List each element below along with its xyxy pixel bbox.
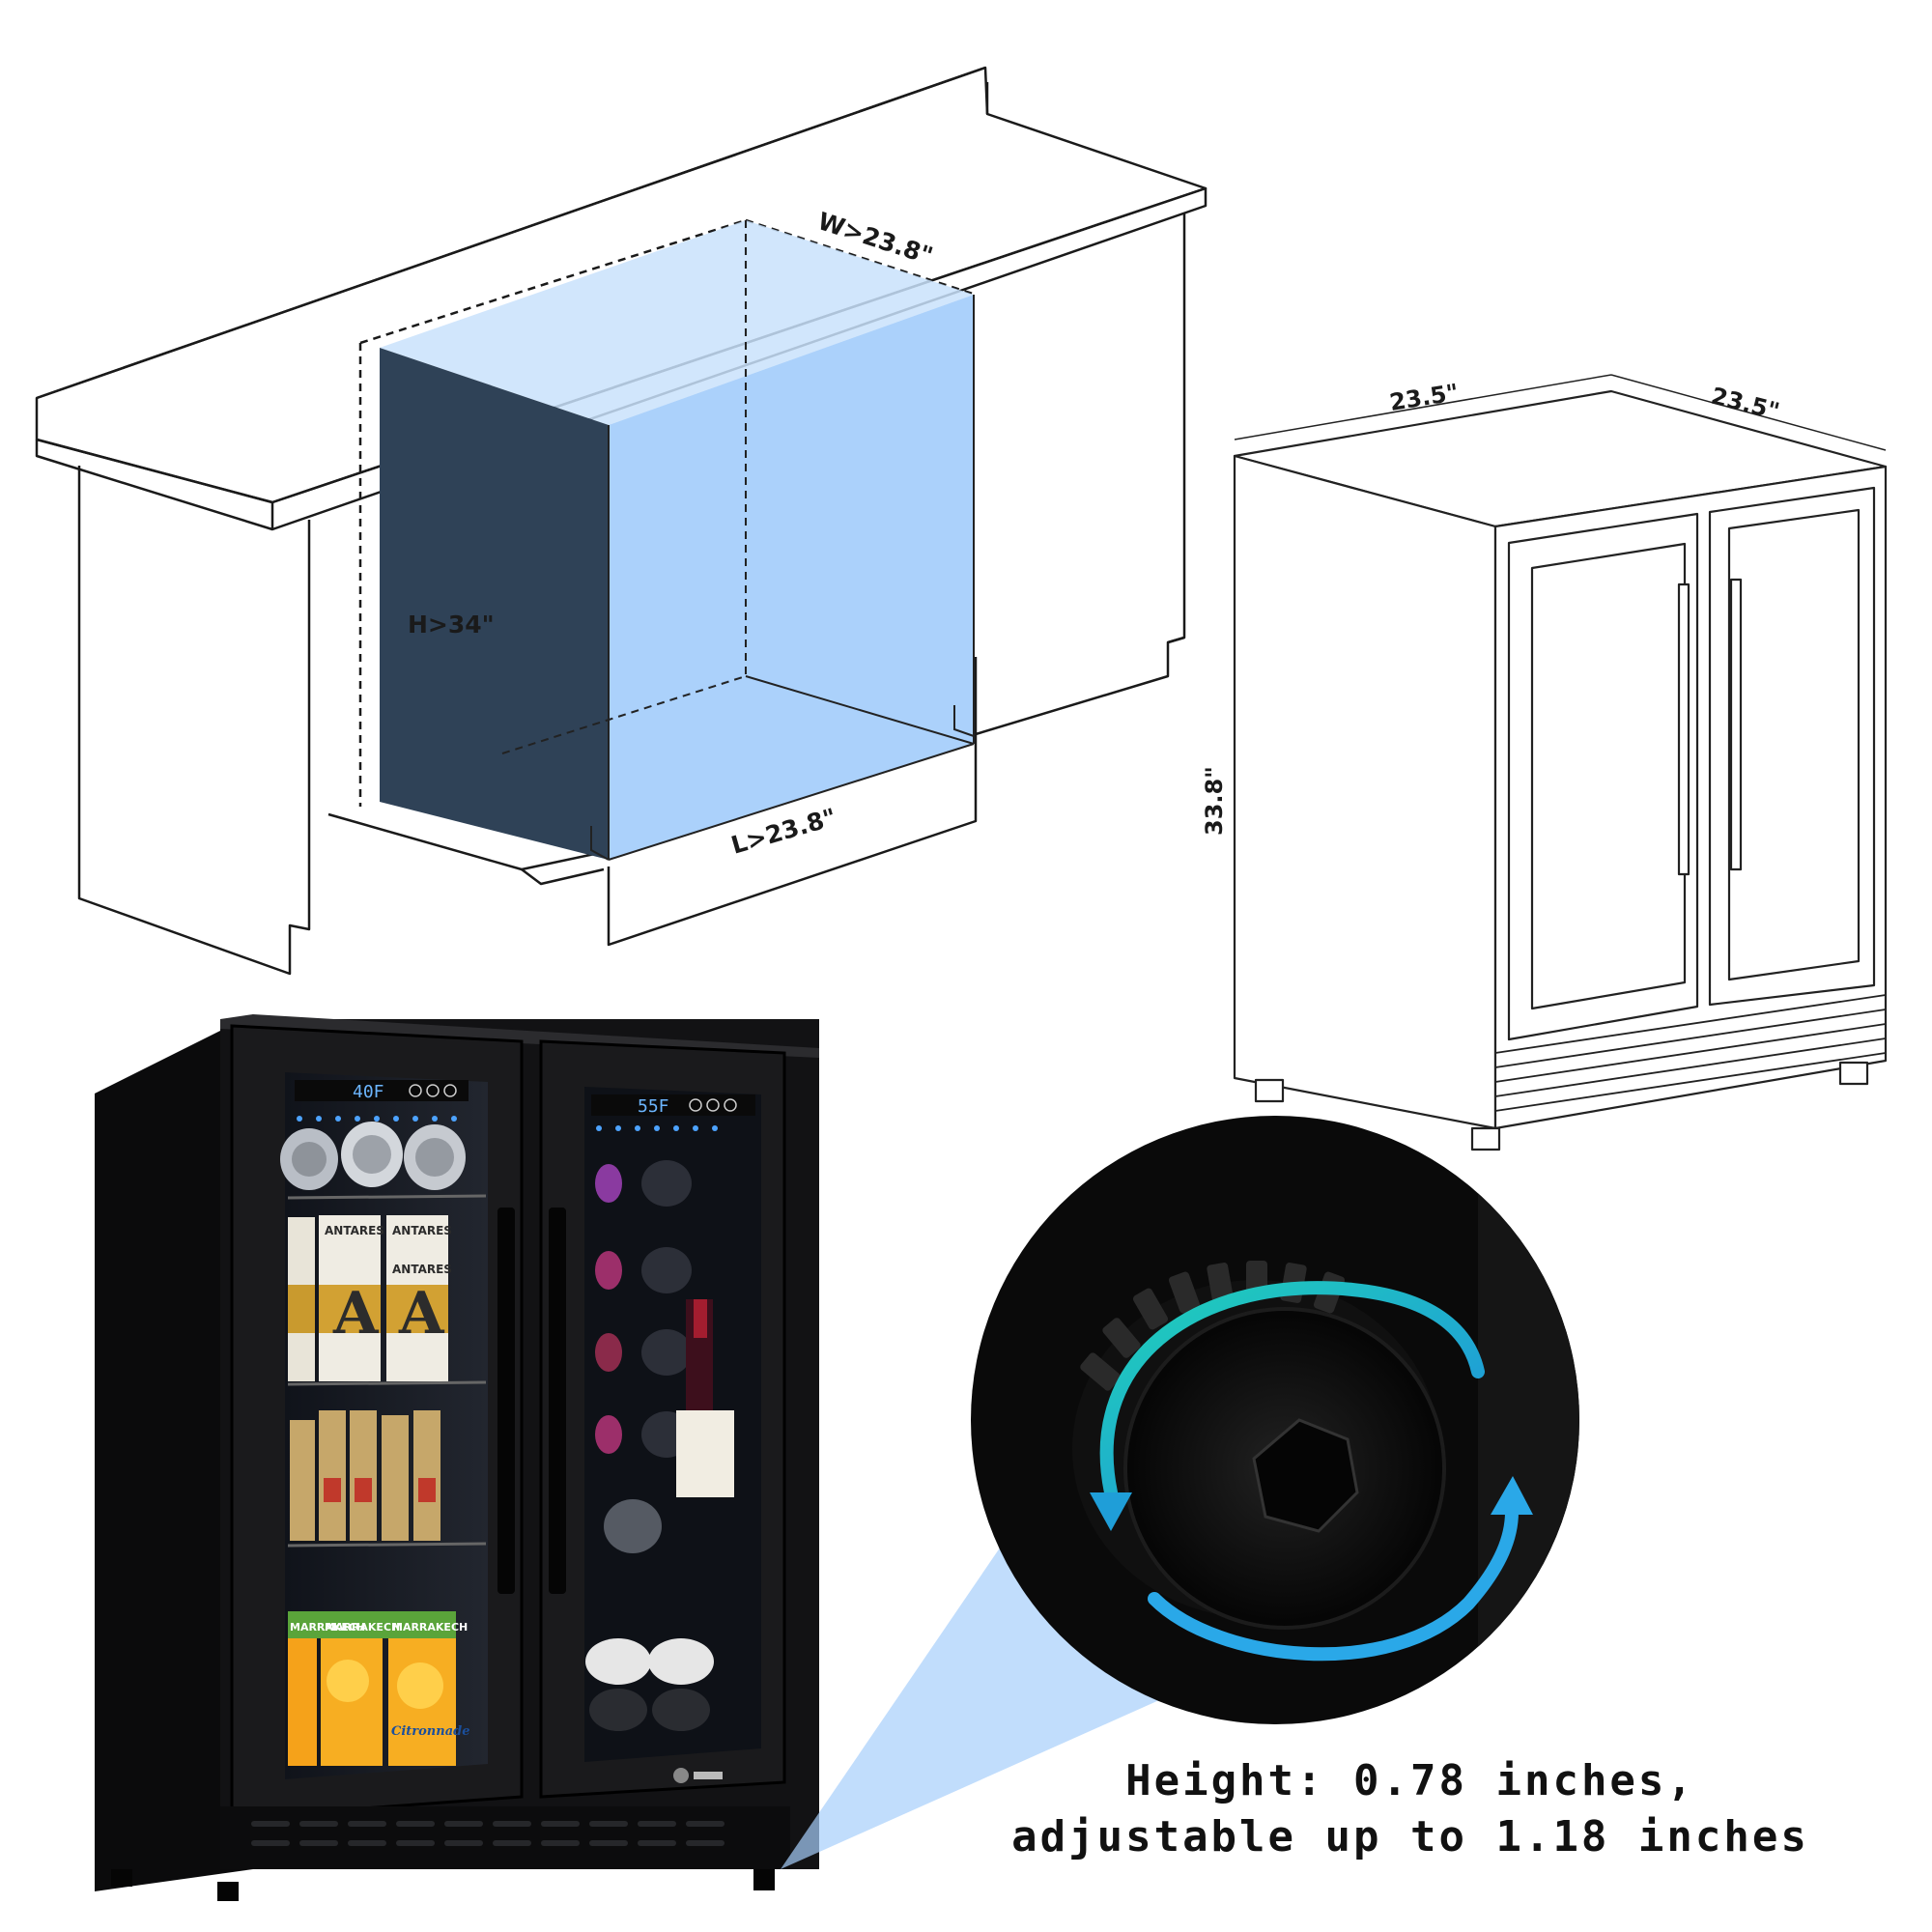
fridge-outline-drawing bbox=[1233, 374, 1888, 1151]
marrakech-label-3: MARRAKECH bbox=[392, 1621, 468, 1634]
right-door-handle bbox=[549, 1208, 566, 1594]
left-door-handle bbox=[497, 1208, 515, 1594]
cabinet-height-label: H>34" bbox=[408, 611, 495, 639]
lock-key bbox=[694, 1772, 723, 1779]
right-temperature-display: 55F bbox=[638, 1096, 669, 1117]
cans-row bbox=[280, 1122, 466, 1190]
svg-text:A: A bbox=[332, 1280, 380, 1348]
clearance-volume bbox=[380, 220, 975, 861]
left-control-panel: 40F bbox=[295, 1080, 469, 1102]
rotation-arrow-bottom bbox=[1148, 1505, 1519, 1662]
caption-line-1: Height: 0.78 inches, bbox=[1125, 1756, 1695, 1805]
antares-label-1: ANTARES bbox=[325, 1224, 384, 1237]
leveling-foot-left bbox=[111, 1869, 132, 1887]
antares-label-3: ANTARES bbox=[392, 1263, 452, 1276]
fridge-side-face bbox=[1233, 454, 1497, 1130]
left-temperature-display: 40F bbox=[353, 1082, 384, 1102]
juice-cartons: MARRAKECH MARRAKECH MARRAKECH Citronnade bbox=[288, 1611, 470, 1766]
clearance-top-face bbox=[380, 220, 974, 425]
clearance-side-face bbox=[609, 295, 974, 860]
caption-line-2: adjustable up to 1.18 inches bbox=[1011, 1812, 1809, 1861]
juice-label: Citronnade bbox=[391, 1724, 470, 1739]
wine-bottles bbox=[585, 1160, 734, 1731]
fridge-depth-label: 23.5" bbox=[1709, 383, 1782, 426]
rotation-arrow-top bbox=[1099, 1281, 1485, 1499]
marrakech-label-2: MARRAKECH bbox=[325, 1621, 400, 1634]
fridge-height-label: 33.8" bbox=[1201, 766, 1228, 836]
bottom-grille bbox=[220, 1806, 790, 1869]
svg-text:A: A bbox=[398, 1280, 445, 1348]
antares-cans: ANTARES ANTARES ANTARES A A bbox=[288, 1215, 452, 1381]
marrakech-label-1: MARRAKECH bbox=[290, 1621, 365, 1634]
fridge-right-door-outline bbox=[1708, 486, 1876, 1007]
cabinet-body bbox=[77, 466, 311, 976]
beer-bottles bbox=[290, 1410, 440, 1541]
fridge-side-panel bbox=[95, 1014, 253, 1891]
leveling-foot-right bbox=[753, 1869, 775, 1890]
fridge-left-door-outline bbox=[1507, 512, 1699, 1041]
leveling-foot-center bbox=[217, 1882, 239, 1901]
fridge-width-label: 23.5" bbox=[1388, 379, 1461, 416]
right-control-panel: 55F bbox=[591, 1094, 755, 1117]
clearance-front-face bbox=[380, 348, 609, 860]
height-caption: Height: 0.78 inches, adjustable up to 1.… bbox=[889, 1753, 1932, 1865]
hex-socket bbox=[1252, 1418, 1359, 1533]
product-photo: 40F 55F bbox=[95, 1014, 819, 1901]
leveling-foot-closeup bbox=[971, 1116, 1579, 1724]
antares-label-2: ANTARES bbox=[392, 1224, 452, 1237]
